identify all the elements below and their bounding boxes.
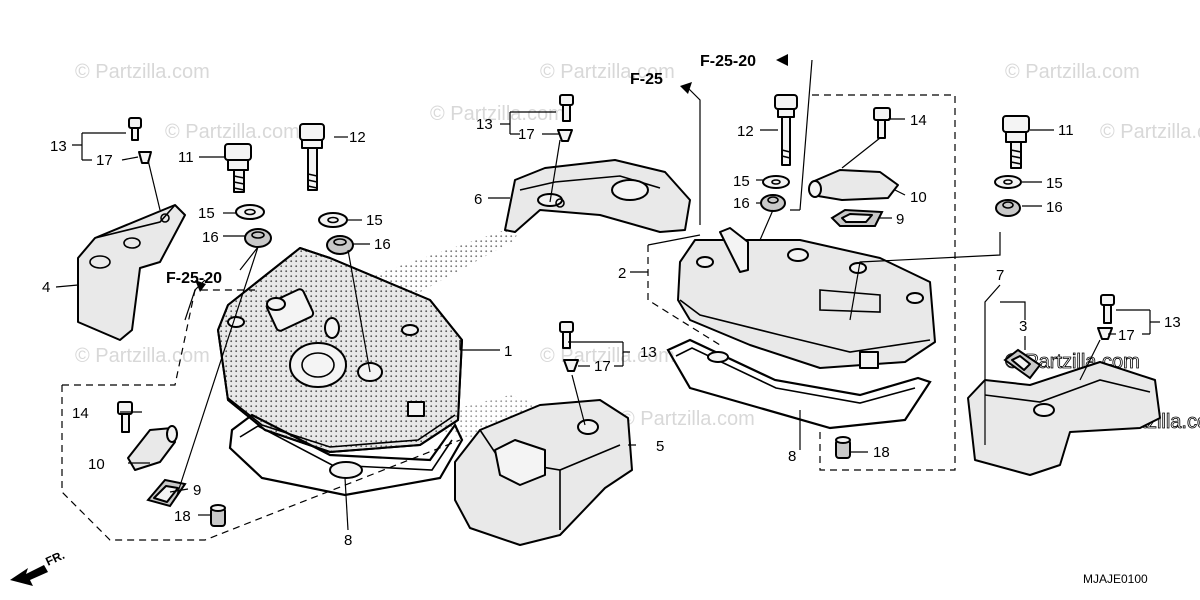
part-label: 15	[366, 212, 383, 229]
reference-label-f-25[interactable]: F-25	[630, 71, 663, 88]
bolt-part-13[interactable]	[559, 94, 574, 122]
bolt-part-12[interactable]	[774, 94, 798, 166]
reference-label-f-25-20[interactable]: F-25-20	[700, 53, 756, 70]
collar-part-18[interactable]	[210, 504, 226, 527]
front-cover-part-5[interactable]	[454, 399, 633, 546]
part-label: 16	[374, 236, 391, 253]
part-label: 17	[96, 152, 113, 169]
part-label: 1	[504, 343, 512, 360]
watermark: © Partzilla.com	[540, 61, 675, 83]
arrow-icon	[195, 280, 206, 292]
part-label: 11	[1058, 122, 1074, 139]
part-label: 16	[202, 229, 219, 246]
watermark: © Partzilla.com	[1100, 121, 1200, 143]
part-label: 11	[178, 149, 194, 166]
gasket-part-8[interactable]	[666, 338, 932, 430]
part-label: 15	[198, 205, 215, 222]
grommet-part-17[interactable]	[138, 151, 152, 164]
part-label: 4	[42, 279, 50, 296]
part-label: 13	[50, 138, 67, 155]
cylinder-head-cover-part-2[interactable]	[677, 227, 936, 369]
part-label: 13	[476, 116, 493, 133]
grommet-part-17[interactable]	[563, 359, 579, 372]
washer-part-15[interactable]	[762, 175, 790, 189]
part-label: 10	[910, 189, 927, 206]
bolt-part-12[interactable]	[299, 123, 325, 191]
part-label: 8	[344, 532, 352, 549]
watermark: © Partzilla.com	[75, 61, 210, 83]
watermark: © Partzilla.com	[75, 345, 210, 367]
part-label: 18	[873, 444, 890, 461]
part-label: 17	[594, 358, 611, 375]
part-label: 2	[618, 265, 626, 282]
part-label: 13	[1164, 314, 1181, 331]
watermark: © Partzilla.com	[430, 103, 565, 125]
part-label: 15	[1046, 175, 1063, 192]
collar-part-18[interactable]	[835, 436, 851, 459]
bolt-part-11[interactable]	[1002, 115, 1030, 169]
part-label: 15	[733, 173, 750, 190]
grommet-part-16[interactable]	[244, 228, 272, 248]
bolt-part-14[interactable]	[873, 107, 891, 139]
assembly-boundary	[61, 289, 461, 541]
part-label: 16	[1046, 199, 1063, 216]
grommet-part-16[interactable]	[326, 235, 354, 255]
breather-joint-part-10[interactable]	[127, 425, 178, 471]
reference-label-f-25-20[interactable]: F-25-20	[166, 270, 222, 287]
stay-part-3[interactable]	[1003, 348, 1042, 380]
watermark: © Partzilla.com	[1005, 61, 1140, 83]
part-label: 14	[910, 112, 927, 129]
gasket-part-8[interactable]	[228, 413, 464, 497]
part-label: 9	[193, 482, 201, 499]
bolt-part-13[interactable]	[128, 117, 142, 141]
grommet-part-16[interactable]	[995, 199, 1021, 217]
part-label: 14	[72, 405, 89, 422]
part-label: 8	[788, 448, 796, 465]
part-label: 13	[640, 344, 657, 361]
bolt-part-13[interactable]	[559, 321, 574, 349]
bolt-part-14[interactable]	[117, 401, 133, 433]
leader-lines	[55, 59, 1160, 531]
part-label: 9	[896, 211, 904, 228]
assembly-boundary	[647, 94, 956, 471]
grommet-part-17[interactable]	[557, 129, 573, 142]
front-arrow-icon	[10, 565, 48, 586]
part-label: 17	[518, 126, 535, 143]
part-labels: 13 17 11 12 15 16 15 16 4 1 14 10 9 18 8…	[42, 112, 1181, 549]
grommet-part-16[interactable]	[760, 194, 786, 212]
part-label: 7	[996, 267, 1004, 284]
side-cover-part-7[interactable]	[967, 361, 1161, 476]
side-cover-part-4[interactable]	[77, 204, 186, 341]
part-label: 12	[737, 123, 754, 140]
watermark: © Partzilla.com	[165, 121, 300, 143]
grommet-part-17[interactable]	[1097, 327, 1113, 340]
upper-cover-part-6[interactable]	[504, 159, 691, 233]
washer-part-15[interactable]	[994, 175, 1022, 189]
part-label: 18	[174, 508, 191, 525]
seal-part-9[interactable]	[830, 208, 884, 227]
part-label: 5	[656, 438, 664, 455]
arrow-icon	[680, 82, 692, 94]
part-label: 3	[1019, 318, 1027, 335]
front-direction-label: FR.	[43, 548, 66, 569]
cylinder-head-cover-part-1[interactable]	[217, 247, 463, 453]
bolt-part-13[interactable]	[1100, 294, 1115, 324]
part-label: 16	[733, 195, 750, 212]
seal-part-9[interactable]	[146, 478, 187, 508]
part-label: 6	[474, 191, 482, 208]
part-label: 12	[349, 129, 366, 146]
diagram-code: MJAJE0100	[1083, 572, 1148, 586]
arrow-icon	[776, 54, 788, 66]
washer-part-15[interactable]	[235, 204, 265, 220]
part-label: 10	[88, 456, 105, 473]
bolt-part-11[interactable]	[224, 143, 252, 193]
watermark: © Partzilla.com	[620, 408, 755, 430]
washer-part-15[interactable]	[318, 212, 348, 228]
breather-joint-part-10[interactable]	[808, 169, 899, 201]
part-label: 17	[1118, 327, 1135, 344]
